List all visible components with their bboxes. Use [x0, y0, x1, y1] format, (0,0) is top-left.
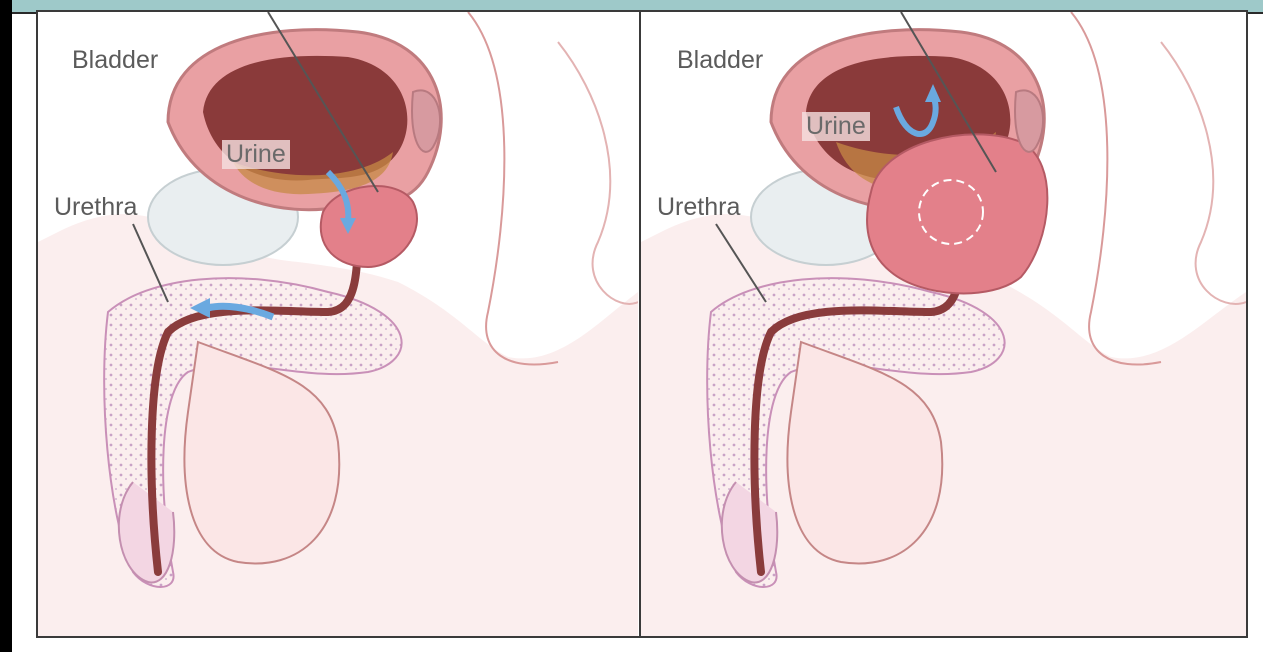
- label-urine-left: Urine: [222, 140, 290, 169]
- label-bladder-right: Bladder: [677, 46, 763, 75]
- label-bladder-left: Bladder: [72, 46, 158, 75]
- label-urethra-right: Urethra: [657, 193, 740, 222]
- prostate-normal: [321, 186, 417, 267]
- label-urine-right: Urine: [802, 112, 870, 141]
- seminal-vesicle: [412, 90, 440, 151]
- buttock-contour: [1161, 42, 1246, 304]
- label-urethra-left: Urethra: [54, 193, 137, 222]
- panel-divider: [639, 10, 641, 638]
- panel-enlarged-prostate: [641, 12, 1246, 636]
- panel-normal-prostate: [38, 12, 638, 636]
- prostate-enlarged: [867, 134, 1047, 293]
- thigh-contour: [1071, 12, 1161, 365]
- buttock-contour: [558, 42, 638, 304]
- left-edge-bar: [0, 0, 12, 652]
- thigh-contour: [468, 12, 558, 365]
- seminal-vesicle: [1015, 90, 1043, 151]
